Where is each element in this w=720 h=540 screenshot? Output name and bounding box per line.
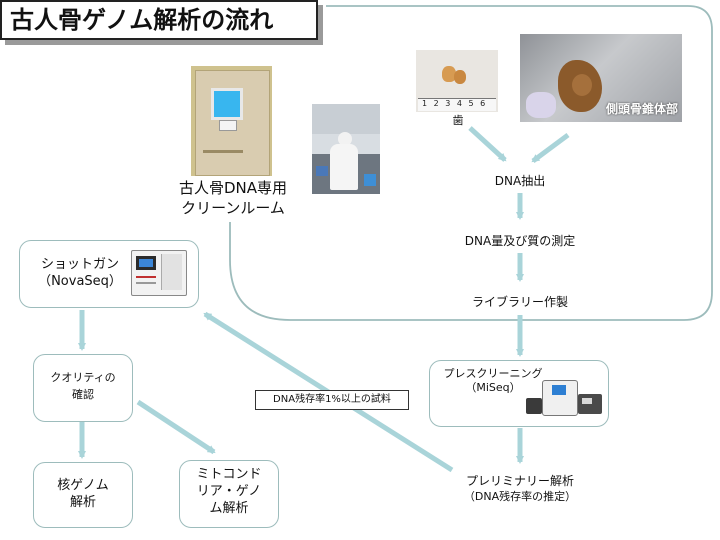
tooth-photo: 1 2 3 4 5 6 [416,50,498,112]
mito-genome-line2: リア・ゲノ [196,484,262,499]
mito-genome-line1: ミトコンド [196,467,262,482]
lab-area-outline [229,5,713,321]
preliminary-analysis-line2: （DNA残存率の推定） [463,490,577,503]
quality-check-line2: 確認 [72,388,94,401]
prescreening-label-line1: プレスクリーニング [443,367,543,380]
ruler-digits: 1 2 3 4 5 6 [422,99,488,108]
step-dna-extraction: DNA抽出 [494,174,546,188]
miseq-device-icon [526,380,606,418]
arrow-qc-to-mito [136,399,216,455]
arrow-temporal-to-extraction [531,132,570,164]
quality-check-line1: クオリティの [50,371,116,384]
prescreening-label-line2: （MiSeq） [465,381,521,394]
cleanroom-label-line1: 古人骨DNA専用 [178,179,288,197]
novaseq-device-icon [131,250,187,296]
shotgun-label-line1: ショットガン [40,257,119,272]
quality-check-box [33,354,133,422]
nuclear-genome-line1: 核ゲノム [57,478,109,493]
shotgun-label-line2: （NovaSeq） [38,274,122,289]
mito-genome-box [179,460,279,528]
temporal-bone-label: 側頭骨錐体部 [605,102,678,116]
temporal-bone-photo: 側頭骨錐体部 [520,34,682,122]
mito-genome-line3: ム解析 [209,501,249,516]
page-title: 古人骨ゲノム解析の流れ [0,0,318,40]
nuclear-genome-line2: 解析 [69,495,96,510]
prescreening-box [429,360,609,427]
arrow-tooth-to-extraction [468,126,507,162]
cleanroom-label-line2: クリーンルーム [181,199,285,217]
nuclear-genome-box [33,462,133,528]
step-library-preparation: ライブラリー作製 [471,295,568,309]
step-dna-quantity-quality: DNA量及び質の測定 [464,234,576,248]
preliminary-analysis-line1: プレリミナリー解析 [465,474,574,488]
criterion-label: DNA残存率1%以上の試料 [255,390,409,410]
cleanroom-door-photo [191,66,272,176]
tooth-label: 歯 [452,114,464,127]
lab-worker-photo [312,104,380,194]
